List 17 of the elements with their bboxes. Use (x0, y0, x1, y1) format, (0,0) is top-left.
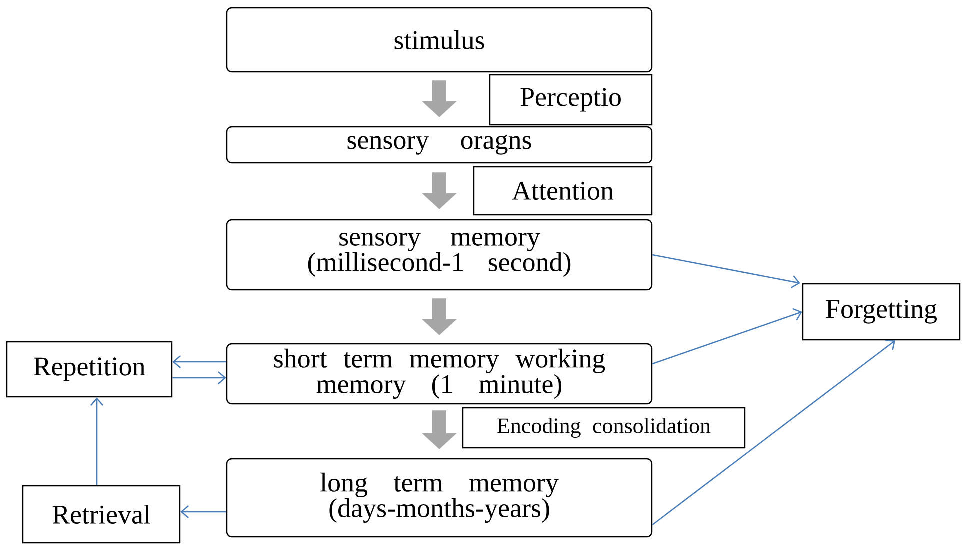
label-box: Encoding consolidation (462, 407, 746, 449)
arrow (90, 398, 104, 486)
arrow (652, 308, 802, 365)
process-box: short term memory working memory (1 minute) (226, 343, 653, 405)
process-box: sensory memory (millisecond-1 second) (226, 219, 653, 291)
label-box: Perceptio (489, 74, 653, 126)
arrow (652, 340, 896, 526)
arrow (172, 356, 226, 368)
process-box: long term memory (days-months-years) (226, 458, 653, 538)
process-box: sensory oragns (226, 126, 653, 164)
arrow (180, 506, 226, 518)
outcome-box: Forgetting (802, 283, 961, 341)
label-box: Attention (473, 166, 653, 216)
arrow (172, 372, 226, 384)
arrow (652, 254, 800, 288)
process-box: Retrieval (22, 485, 181, 544)
process-box: Repetition (6, 341, 173, 398)
